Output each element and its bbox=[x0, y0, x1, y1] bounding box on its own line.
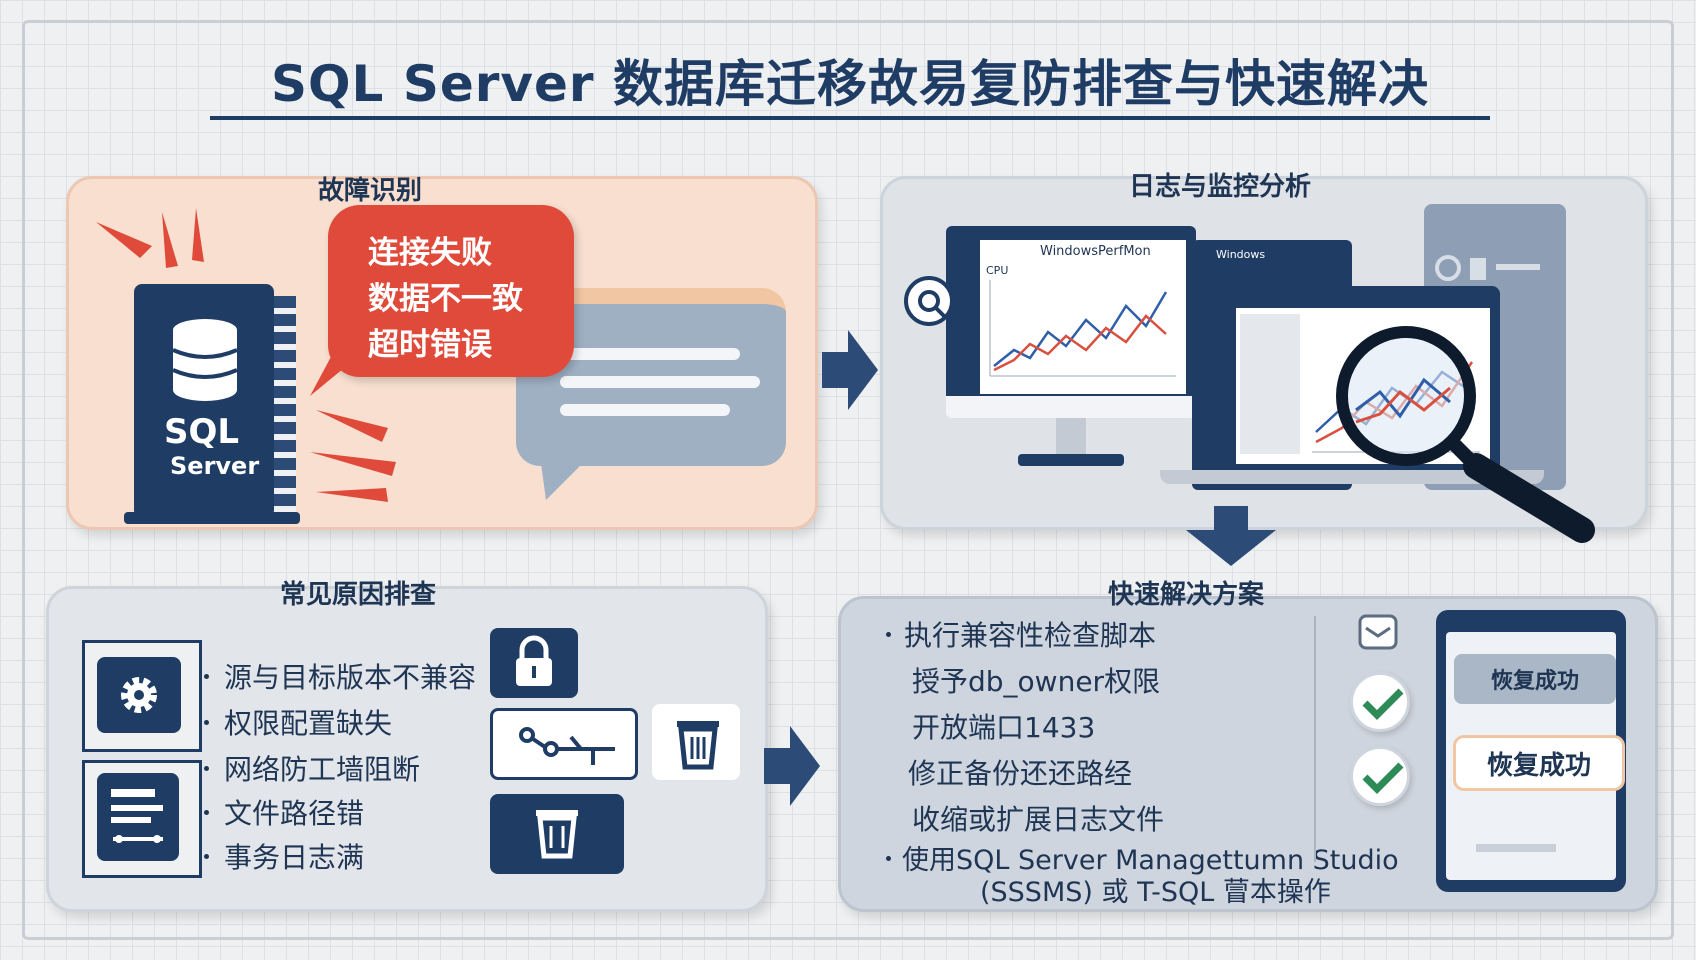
alert-timeout: 超时错误 bbox=[368, 327, 492, 363]
alert-burst-icon bbox=[96, 208, 204, 268]
server-rack-side bbox=[274, 296, 296, 512]
causes-panel-title: 常见原因排查 bbox=[279, 580, 436, 610]
cause-item: 权限配置缺失 bbox=[224, 707, 393, 740]
bullet bbox=[886, 856, 891, 861]
line-chart-icon bbox=[989, 280, 1176, 377]
message-line bbox=[560, 348, 740, 360]
bubble-tail bbox=[310, 340, 366, 396]
window-title: WindowsPerfMon bbox=[1040, 244, 1151, 259]
status-success: 恢复成功 bbox=[1456, 738, 1622, 788]
gear-tile bbox=[97, 657, 181, 733]
logs-panel-title: 日志与监控分析 bbox=[1128, 172, 1311, 202]
cause-item: 文件路径错 bbox=[224, 797, 365, 830]
solution-item: 授予db_owner权限 bbox=[912, 665, 1161, 698]
trash-icon bbox=[677, 721, 719, 770]
bullet bbox=[204, 854, 209, 859]
outer-frame bbox=[22, 20, 1674, 940]
message-bubble bbox=[516, 288, 786, 466]
solution-item: 修正备份还还路经 bbox=[908, 757, 1133, 790]
lock-tile bbox=[490, 628, 578, 698]
inbox-icon bbox=[1358, 614, 1398, 650]
bullet bbox=[204, 766, 209, 771]
bullet bbox=[204, 674, 209, 679]
alert-burst-icon bbox=[310, 410, 396, 502]
sql-server-icon: SQL Server bbox=[134, 284, 274, 518]
flow-arrow-right bbox=[822, 330, 878, 410]
cause-item: 事务日志满 bbox=[224, 841, 365, 874]
server-base bbox=[124, 512, 300, 524]
lock-icon bbox=[516, 635, 552, 686]
solution-item: 执行兼容性检查脚本 bbox=[904, 619, 1157, 652]
alert-data-inconsistent: 数据不一致 bbox=[368, 281, 523, 317]
check-badge bbox=[1350, 746, 1410, 806]
monitor-foot bbox=[1018, 454, 1124, 466]
monitor-left: WindowsPerfMon CPU bbox=[946, 226, 1196, 416]
laptop-base bbox=[1160, 470, 1544, 484]
window-subtitle: CPU bbox=[986, 264, 1009, 277]
alert-connection-failed: 连接失败 bbox=[368, 235, 492, 271]
trash-icon bbox=[536, 810, 578, 859]
database-icon bbox=[172, 319, 238, 401]
page-title: SQL Server 数据库迁移故易复防排查与快速解决 bbox=[210, 48, 1490, 120]
cause-item: 网络防工墙阻断 bbox=[224, 753, 421, 786]
document-tile bbox=[97, 773, 179, 861]
checkmark-icon bbox=[1362, 688, 1404, 720]
gear-icon bbox=[1435, 255, 1540, 281]
solution-item-ssms-cont: (SSSMS) 或 T-SQL 萺本操作 bbox=[980, 877, 1331, 908]
solution-item: 收缩或扩展日志文件 bbox=[912, 803, 1165, 836]
bullet bbox=[204, 720, 209, 725]
gear-frame bbox=[82, 640, 202, 752]
divider bbox=[1314, 616, 1316, 862]
monitor-stand bbox=[1056, 418, 1086, 456]
fault-panel-title: 故障识别 bbox=[317, 176, 422, 206]
window2-title: Windows bbox=[1216, 248, 1266, 261]
magnifier-icon bbox=[1336, 326, 1595, 543]
search-badge bbox=[904, 276, 954, 326]
laptop-sidebar bbox=[1240, 314, 1300, 454]
server-label-server: Server bbox=[170, 452, 260, 480]
solution-item: 开放端口1433 bbox=[912, 711, 1096, 744]
trash-tile bbox=[652, 704, 740, 780]
document-frame bbox=[82, 760, 202, 878]
flow-arrow-down bbox=[1186, 506, 1276, 566]
search-icon bbox=[918, 290, 948, 320]
network-key-icon bbox=[519, 727, 615, 765]
bubble-tail bbox=[540, 456, 590, 500]
trash-tile-dark bbox=[490, 794, 624, 874]
network-key-tile bbox=[490, 708, 638, 780]
gear-icon bbox=[121, 677, 157, 713]
bullet bbox=[886, 632, 891, 637]
monitor-bezel bbox=[946, 396, 1196, 418]
checkmark-icon bbox=[1362, 762, 1404, 794]
message-line bbox=[560, 404, 730, 416]
status-success-pending: 恢复成功 bbox=[1454, 654, 1616, 704]
cause-item: 源与目标版本不兼容 bbox=[224, 661, 477, 694]
solutions-panel-title: 快速解决方案 bbox=[1107, 580, 1264, 610]
flow-arrow-right bbox=[764, 726, 820, 806]
server-label-sql: SQL bbox=[164, 412, 240, 452]
alert-bubble: 连接失败 数据不一致 超时错误 bbox=[328, 205, 574, 377]
check-badge bbox=[1350, 672, 1410, 732]
message-line bbox=[560, 376, 760, 388]
phone-line bbox=[1476, 844, 1556, 852]
monitor-screen: WindowsPerfMon CPU bbox=[980, 240, 1186, 394]
bullet bbox=[204, 810, 209, 815]
document-icon bbox=[111, 789, 163, 843]
